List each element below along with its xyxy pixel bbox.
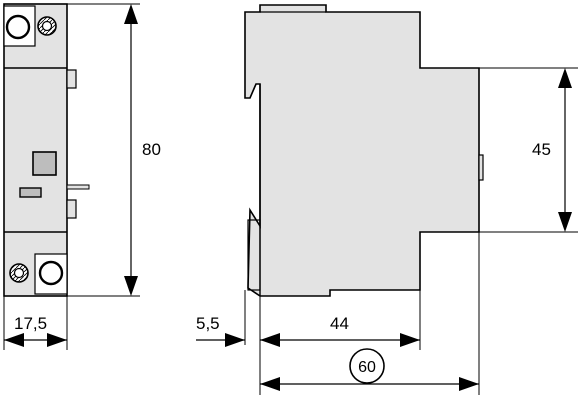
front-view: [3, 3, 90, 297]
bottom-terminal-hole-icon: [38, 260, 64, 286]
front-height-label: 80: [142, 140, 161, 159]
step-height-label: 45: [532, 140, 551, 159]
total-depth-dimension: 60: [260, 348, 479, 391]
side-view: [244, 4, 484, 297]
side-lever: [66, 184, 90, 190]
front-width-label: 17,5: [14, 314, 47, 333]
arrow-right-icon: [225, 333, 245, 347]
rail-offset-label: 5,5: [196, 314, 220, 333]
side-profile: [244, 4, 480, 297]
indicator-window: [32, 151, 57, 176]
bottom-screw-icon: [9, 263, 29, 283]
front-body: [3, 3, 68, 297]
step-height-dimension: 45: [479, 67, 578, 233]
arrow-left-icon: [260, 377, 280, 391]
arrow-right-icon: [47, 333, 67, 347]
arrow-left-icon: [4, 333, 24, 347]
top-screw-icon: [37, 16, 57, 36]
upper-side-tab: [66, 69, 77, 89]
lower-side-tab: [66, 199, 77, 219]
rail-offset-dimension: 5,5: [196, 314, 280, 347]
width-dimension: 17,5: [3, 296, 68, 350]
side-extension-lines: [244, 232, 480, 395]
front-slot: [19, 187, 42, 198]
arrow-up-icon: [124, 4, 138, 24]
side-nub: [478, 154, 484, 181]
arrow-down-icon: [124, 276, 138, 296]
top-terminal-hole-icon: [5, 14, 31, 40]
arrow-down-icon: [558, 212, 572, 232]
height-dimension: 80: [67, 3, 161, 297]
arrow-right-icon: [400, 333, 420, 347]
total-depth-label: 60: [358, 359, 376, 376]
arrow-up-icon: [558, 68, 572, 88]
body-depth-dimension: 44: [260, 314, 420, 347]
body-depth-label: 44: [330, 314, 349, 333]
reference-circle: [349, 348, 385, 384]
rail-clip-foot: [247, 219, 261, 291]
arrow-right-icon: [459, 377, 479, 391]
